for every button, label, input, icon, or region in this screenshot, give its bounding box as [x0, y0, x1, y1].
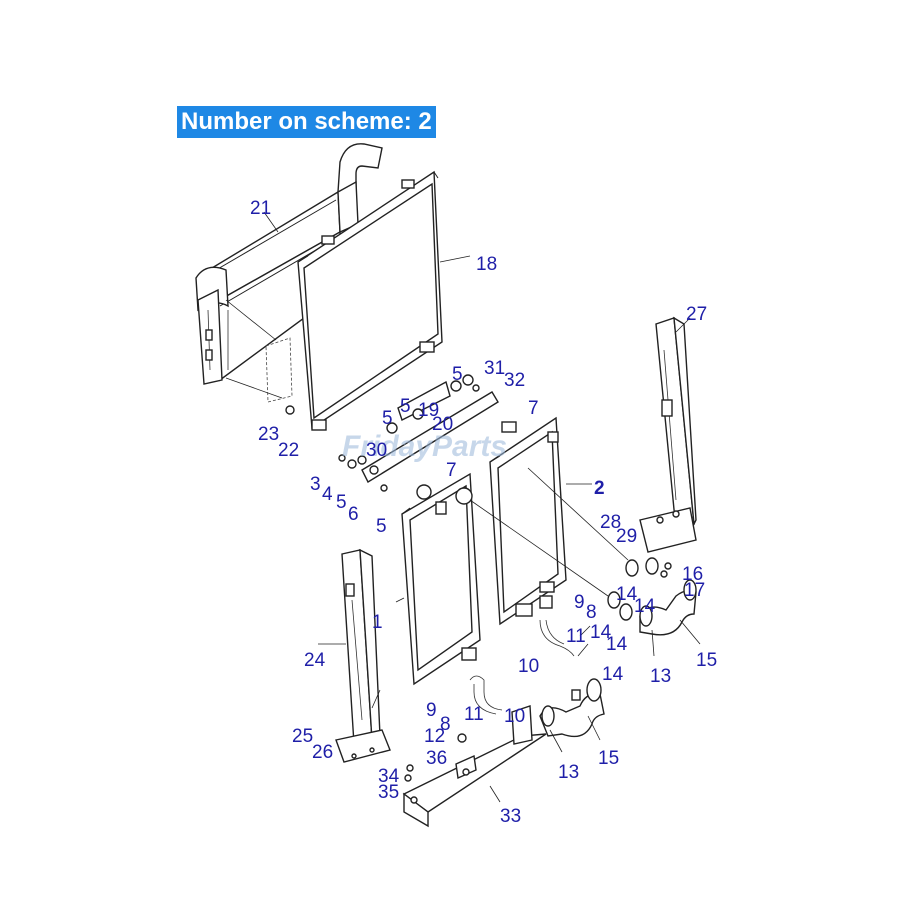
callout-33: 33 [500, 806, 521, 827]
callout-14-e: 14 [602, 664, 624, 685]
callout-14-b: 14 [634, 596, 656, 617]
callout-14-c: 14 [590, 622, 612, 643]
callout-5-mid: 5 [400, 396, 411, 417]
part-18-condenser [297, 170, 443, 431]
part-2-oil-cooler [489, 416, 567, 626]
callout-28: 28 [600, 512, 621, 533]
scheme-number-title: Number on scheme: 2 [177, 106, 436, 138]
callout-14-a: 14 [616, 584, 638, 605]
callout-3: 3 [310, 474, 321, 495]
callout-22: 22 [278, 440, 299, 461]
callout-10-lower: 10 [504, 706, 525, 727]
callout-29: 29 [616, 526, 637, 547]
callout-20: 20 [432, 414, 453, 435]
leader-lines [225, 211, 701, 803]
callout-21: 21 [250, 198, 271, 219]
callout-27: 27 [686, 304, 707, 325]
part-1-radiator [401, 472, 481, 686]
callout-25: 25 [292, 726, 313, 747]
hose-assembly-upper [639, 579, 697, 636]
callout-8-lower: 8 [440, 714, 451, 735]
callout-23: 23 [258, 424, 279, 445]
callout-5-upper: 5 [452, 364, 463, 385]
watermark-text: FridayParts [342, 430, 507, 463]
callout-32: 32 [504, 370, 525, 391]
callout-11-lower: 11 [464, 704, 484, 725]
callout-34: 34 [378, 766, 400, 787]
callout-24: 24 [304, 650, 326, 671]
callout-17: 17 [684, 580, 705, 601]
callout-31: 31 [484, 358, 505, 379]
callout-18: 18 [476, 254, 497, 275]
callout-15-upper: 15 [696, 650, 717, 671]
callout-15-lower: 15 [598, 748, 619, 769]
callout-19: 19 [418, 400, 439, 421]
callout-9-upper: 9 [574, 592, 585, 613]
callout-labels: 21 18 27 31 32 5 5 19 5 7 20 23 22 30 3 … [250, 198, 717, 827]
callout-30: 30 [366, 440, 387, 461]
callout-36: 36 [426, 748, 447, 769]
hose-assembly-lower [539, 678, 605, 738]
callout-4: 4 [322, 484, 333, 505]
callout-5-bottom: 5 [376, 516, 387, 537]
callout-9-lower: 9 [426, 700, 437, 721]
callout-5-small: 5 [336, 492, 347, 513]
part-33-lower-bracket [402, 705, 547, 828]
callout-26: 26 [312, 742, 333, 763]
part-24-support-column [335, 548, 391, 763]
callout-35: 35 [378, 782, 399, 803]
callout-14-d: 14 [606, 634, 628, 655]
callout-7-upper: 7 [528, 398, 539, 419]
callout-5-left: 5 [382, 408, 393, 429]
callout-13-upper: 13 [650, 666, 671, 687]
callout-6: 6 [348, 504, 359, 525]
callout-16: 16 [682, 564, 703, 585]
callout-10-upper: 10 [518, 656, 539, 677]
callout-11-upper: 11 [566, 626, 586, 647]
callout-13-lower: 13 [558, 762, 579, 783]
pipes-10-11 [469, 619, 591, 715]
callout-8-upper: 8 [586, 602, 597, 623]
callout-2: 2 [594, 478, 605, 499]
clamps-14 [607, 557, 672, 621]
callout-1: 1 [372, 612, 383, 633]
mounting-bracket-upper [285, 374, 499, 492]
callout-7-lower: 7 [446, 460, 457, 481]
part-27-support-column [639, 316, 697, 553]
callout-12: 12 [424, 726, 445, 747]
